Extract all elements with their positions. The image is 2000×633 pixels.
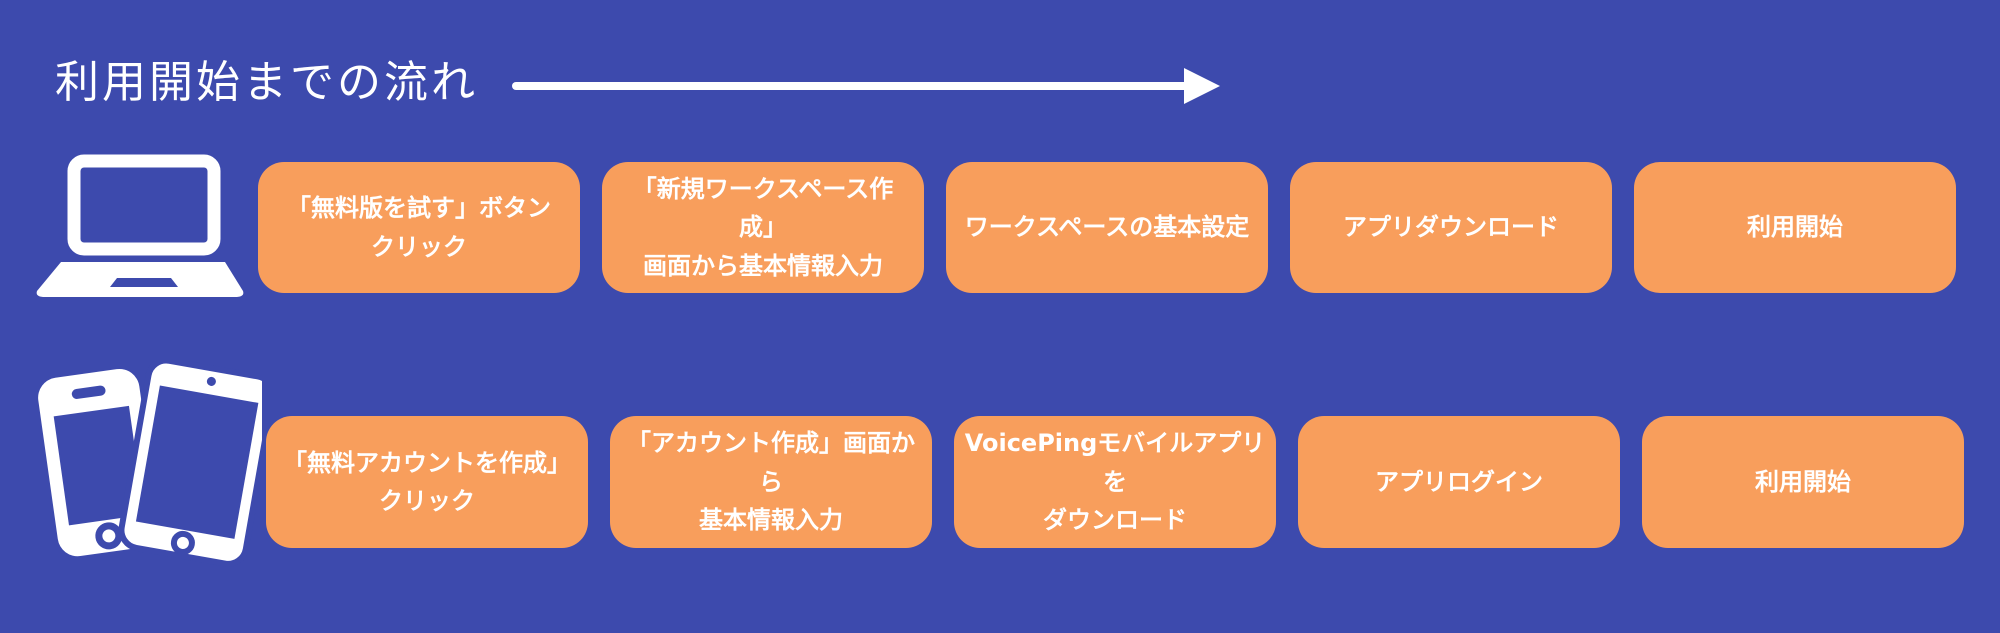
mobile-step-5: 利用開始	[1642, 416, 1964, 548]
right-arrow-icon	[512, 68, 1220, 104]
desktop-step-4: アプリダウンロード	[1290, 162, 1612, 293]
desktop-step-1: 「無料版を試す」ボタン クリック	[258, 162, 580, 293]
mobile-step-2: 「アカウント作成」画面から 基本情報入力	[610, 416, 932, 548]
mobile-flow-row: 「無料アカウントを作成」 クリック 「アカウント作成」画面から 基本情報入力 V…	[266, 416, 1964, 548]
desktop-step-2: 「新規ワークスペース作成」 画面から基本情報入力	[602, 162, 924, 293]
mobile-step-3: VoicePingモバイルアプリを ダウンロード	[954, 416, 1276, 548]
phone-tablet-icon	[38, 360, 262, 567]
page-title: 利用開始までの流れ	[55, 57, 478, 108]
desktop-flow-row: 「無料版を試す」ボタン クリック 「新規ワークスペース作成」 画面から基本情報入…	[258, 162, 1956, 293]
mobile-step-4: アプリログイン	[1298, 416, 1620, 548]
desktop-step-3: ワークスペースの基本設定	[946, 162, 1268, 293]
mobile-step-1: 「無料アカウントを作成」 クリック	[266, 416, 588, 548]
laptop-icon	[36, 154, 244, 297]
desktop-step-5: 利用開始	[1634, 162, 1956, 293]
